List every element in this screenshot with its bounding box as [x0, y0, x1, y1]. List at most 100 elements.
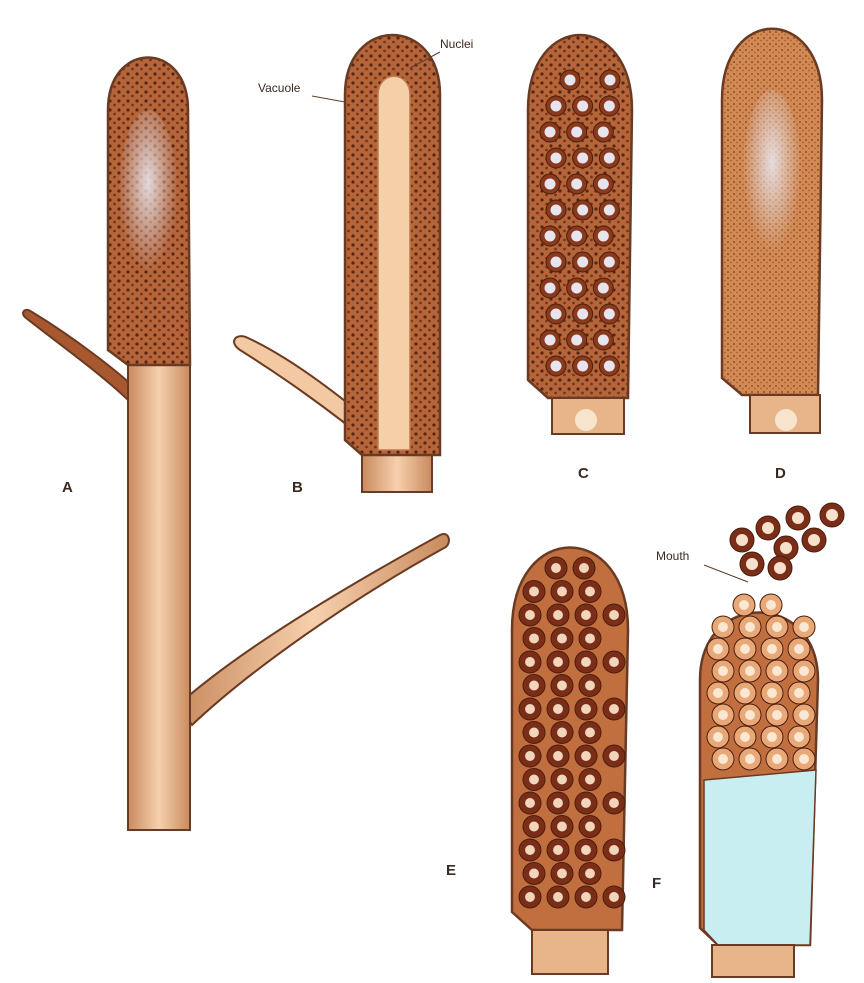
spore	[707, 638, 729, 660]
nuclei-callout: Nuclei	[440, 37, 473, 51]
panel-a-hypha	[128, 360, 190, 830]
spore	[603, 698, 625, 720]
panel-a-lower-branch	[178, 534, 449, 725]
panel-d-letter: D	[775, 465, 786, 482]
spore	[547, 886, 569, 908]
panel-b-vacuole	[378, 76, 410, 450]
spore	[788, 638, 810, 660]
spore	[739, 616, 761, 638]
spore	[739, 748, 761, 770]
spore	[575, 886, 597, 908]
spore	[712, 616, 734, 638]
cleavage-cell	[540, 174, 560, 194]
cleavage-cell	[599, 356, 619, 376]
spore	[788, 726, 810, 748]
panel-e	[512, 548, 628, 975]
cleavage-cell	[540, 122, 560, 142]
spore	[712, 748, 734, 770]
cleavage-cell	[599, 252, 619, 272]
panel-f-empty-region	[704, 770, 816, 945]
spore	[766, 616, 788, 638]
spore	[519, 886, 541, 908]
spore	[519, 604, 541, 626]
cleavage-cell	[593, 174, 613, 194]
cleavage-cell	[567, 226, 587, 246]
spore	[575, 792, 597, 814]
cleavage-cell	[546, 304, 566, 324]
spore	[793, 660, 815, 682]
released-spore	[802, 528, 826, 552]
spore	[547, 745, 569, 767]
mouth-callout: Mouth	[656, 549, 689, 563]
spore	[761, 638, 783, 660]
spore	[523, 863, 545, 885]
spore	[523, 628, 545, 650]
cleavage-cell	[573, 356, 593, 376]
spore	[551, 722, 573, 744]
cleavage-cell	[600, 70, 620, 90]
spore	[793, 748, 815, 770]
spore	[707, 726, 729, 748]
panel-b-letter: B	[292, 479, 303, 496]
cleavage-cell	[573, 200, 593, 220]
spore	[575, 604, 597, 626]
spore	[579, 581, 601, 603]
spore	[523, 581, 545, 603]
spore	[760, 594, 782, 616]
spore	[712, 660, 734, 682]
spore	[579, 628, 601, 650]
panel-e-letter: E	[446, 862, 456, 879]
cleavage-cell	[560, 70, 580, 90]
spore	[579, 769, 601, 791]
panel-f-released-spores	[730, 503, 844, 580]
panel-f-letter: F	[652, 875, 661, 892]
released-spore	[820, 503, 844, 527]
cleavage-cell	[540, 330, 560, 350]
vacuole-callout: Vacuole	[258, 81, 301, 95]
spore	[579, 675, 601, 697]
spore	[603, 839, 625, 861]
spore	[547, 698, 569, 720]
spore	[579, 816, 601, 838]
panel-c	[528, 35, 632, 434]
spore	[519, 651, 541, 673]
spore	[734, 682, 756, 704]
spore	[551, 628, 573, 650]
spore	[575, 698, 597, 720]
spore	[551, 816, 573, 838]
spore	[793, 704, 815, 726]
spore	[547, 651, 569, 673]
cleavage-cell	[593, 226, 613, 246]
cleavage-cell	[573, 96, 593, 116]
spore	[547, 792, 569, 814]
spore	[519, 745, 541, 767]
spore	[519, 839, 541, 861]
released-spore	[768, 556, 792, 580]
cleavage-cell	[573, 148, 593, 168]
spore	[734, 726, 756, 748]
spore	[761, 726, 783, 748]
cleavage-cell	[567, 174, 587, 194]
spore	[523, 722, 545, 744]
cleavage-cell	[593, 122, 613, 142]
spore	[603, 886, 625, 908]
spore	[766, 660, 788, 682]
panel-c-letter: C	[578, 465, 589, 482]
cleavage-cell	[567, 278, 587, 298]
panel-b	[234, 35, 440, 492]
released-spore	[740, 552, 764, 576]
cleavage-cell	[546, 200, 566, 220]
released-spore	[786, 506, 810, 530]
cleavage-cell	[593, 278, 613, 298]
cleavage-cell	[567, 330, 587, 350]
spore	[551, 675, 573, 697]
spore	[523, 675, 545, 697]
spore	[734, 638, 756, 660]
spore	[733, 594, 755, 616]
vacuole-leader-line	[312, 96, 345, 102]
spore	[547, 839, 569, 861]
spore	[766, 704, 788, 726]
cleavage-cell	[599, 96, 619, 116]
spore	[579, 863, 601, 885]
